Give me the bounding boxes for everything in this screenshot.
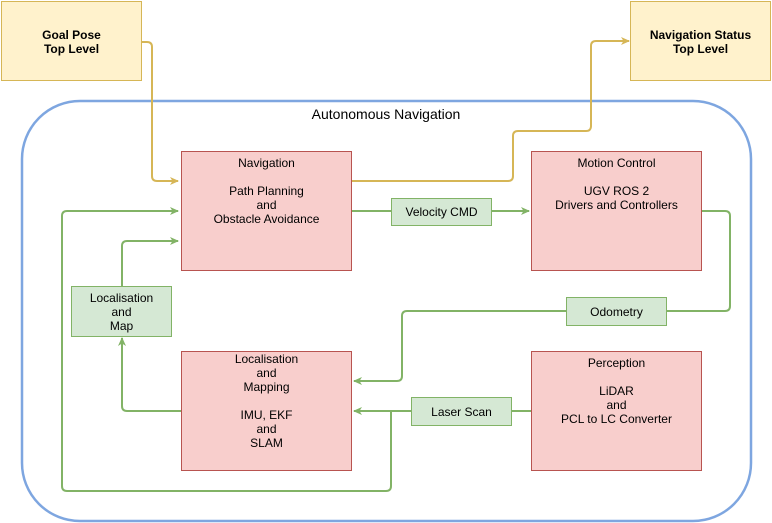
loc-mapping-line4: IMU, EKF xyxy=(240,408,293,422)
localisation-to-map-arrow xyxy=(118,337,181,412)
loc-map-line3: Map xyxy=(109,318,134,333)
motion-control-title: Motion Control xyxy=(577,156,656,170)
navigation-box[interactable]: Navigation Path Planning and Obstacle Av… xyxy=(181,151,352,271)
localisation-mapping-box[interactable]: Localisation and Mapping IMU, EKF and SL… xyxy=(181,351,352,471)
loc-map-line2: and xyxy=(111,304,132,319)
perception-line2: and xyxy=(606,398,627,412)
loc-mapping-line3: Mapping xyxy=(243,380,290,394)
goal-pose-line1: Goal Pose xyxy=(42,28,101,42)
perception-title: Perception xyxy=(587,356,646,370)
perception-box[interactable]: Perception LiDAR and PCL to LC Converter xyxy=(531,351,702,471)
navigation-line3: Obstacle Avoidance xyxy=(213,212,320,226)
motion-control-line1: UGV ROS 2 xyxy=(583,184,650,198)
laser-scan-text: Laser Scan xyxy=(431,404,492,419)
nav-status-line1: Navigation Status xyxy=(649,28,752,42)
navigation-status-box[interactable]: Navigation Status Top Level xyxy=(630,1,771,81)
goal-to-navigation-arrow xyxy=(142,41,179,185)
laser-scan-label[interactable]: Laser Scan xyxy=(411,397,512,426)
container-title: Autonomous Navigation xyxy=(311,106,461,122)
motion-control-box[interactable]: Motion Control UGV ROS 2 Drivers and Con… xyxy=(531,151,702,271)
navigation-to-status-arrow xyxy=(352,37,630,182)
loc-mapping-line1: Localisation xyxy=(234,352,299,366)
odometry-label[interactable]: Odometry xyxy=(566,297,667,326)
localisation-map-label[interactable]: Localisation and Map xyxy=(71,286,172,337)
loc-map-line1: Localisation xyxy=(89,290,154,305)
perception-line3: PCL to LC Converter xyxy=(561,412,672,426)
goal-pose-line2: Top Level xyxy=(43,42,100,56)
map-to-navigation-arrow xyxy=(121,237,179,287)
velocity-cmd-label[interactable]: Velocity CMD xyxy=(391,198,492,226)
autonomous-navigation-container xyxy=(20,99,753,523)
motion-control-line2: Drivers and Controllers xyxy=(555,198,678,212)
odometry-text: Odometry xyxy=(590,304,643,319)
loc-mapping-line6: SLAM xyxy=(250,436,283,450)
goal-pose-box[interactable]: Goal Pose Top Level xyxy=(1,1,142,81)
navigation-line2: and xyxy=(256,198,277,212)
loc-mapping-line2: and xyxy=(256,366,277,380)
velocity-cmd-text: Velocity CMD xyxy=(405,205,478,219)
nav-status-line2: Top Level xyxy=(672,42,729,56)
loc-mapping-line5: and xyxy=(256,422,277,436)
navigation-title: Navigation xyxy=(238,156,295,170)
laser-scan-to-navigation-arrow xyxy=(61,207,392,492)
perception-line1: LiDAR xyxy=(599,384,634,398)
navigation-line1: Path Planning xyxy=(229,184,304,198)
